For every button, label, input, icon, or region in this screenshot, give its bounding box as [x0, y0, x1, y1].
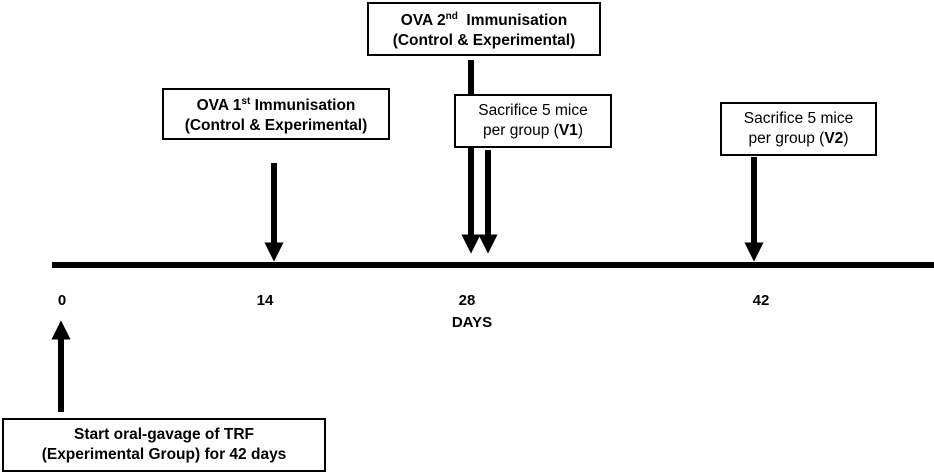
tick-label-28: 28: [458, 292, 476, 309]
second-immunisation-groups: (Control & Experimental): [392, 32, 576, 50]
first-immunisation-box: OVA 1st Immunisation (Control & Experime…: [162, 88, 390, 140]
tick-label-14: 14: [256, 292, 274, 309]
sacrifice-v2-box: Sacrifice 5 mice per group (V2): [720, 102, 877, 156]
sacrifice-v1-box: Sacrifice 5 mice per group (V1): [454, 94, 612, 148]
second-immunisation-title: OVA 2nd Immunisation: [400, 10, 568, 30]
tick-label-0: 0: [57, 292, 67, 309]
second-immunisation-box: OVA 2nd Immunisation (Control & Experime…: [367, 2, 601, 56]
first-immunisation-title: OVA 1st Immunisation: [196, 95, 356, 115]
axis-label-days: DAYS: [451, 314, 493, 331]
sacrifice-v2-line2: per group (V2): [748, 130, 849, 147]
tick-label-42: 42: [752, 292, 770, 309]
start-gavage-box: Start oral-gavage of TRF (Experimental G…: [2, 418, 326, 472]
sacrifice-v2-line1: Sacrifice 5 mice: [743, 110, 854, 127]
sacrifice-v1-line2: per group (V1): [483, 122, 583, 139]
start-gavage-line2: (Experimental Group) for 42 days: [41, 446, 287, 463]
first-immunisation-groups: (Control & Experimental): [184, 117, 368, 135]
start-gavage-line1: Start oral-gavage of TRF: [74, 426, 254, 443]
sacrifice-v1-line1: Sacrifice 5 mice: [478, 102, 588, 119]
